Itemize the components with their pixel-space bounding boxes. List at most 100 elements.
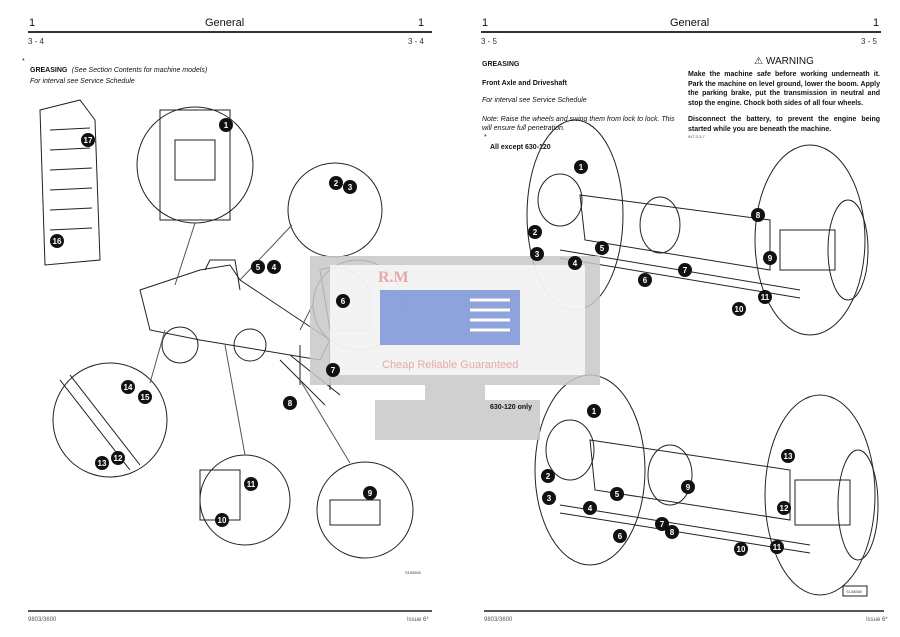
wheel (754, 144, 866, 336)
section-title: General (670, 17, 710, 29)
callout-number: 5 (256, 263, 261, 272)
warning-title: WARNING (765, 56, 814, 67)
callout-number: 16 (53, 237, 62, 246)
heading: GREASING (See Section Contents for machi… (30, 59, 207, 77)
callout-number: 1 (579, 163, 584, 172)
callout-number: 11 (761, 293, 770, 302)
callout-12: 12 (777, 501, 791, 515)
callout-7: 7 (655, 517, 669, 531)
detail-inset (136, 106, 254, 224)
hub (545, 419, 595, 481)
callout-number: 1 (592, 407, 597, 416)
callout-6: 6 (638, 273, 652, 287)
callout-4: 4 (583, 501, 597, 515)
marker: * (484, 134, 487, 141)
callout-2: 2 (329, 176, 343, 190)
callout-number: 4 (573, 259, 578, 268)
callout-13: 13 (781, 449, 795, 463)
callout-number: 5 (615, 490, 620, 499)
page-number: 3 - 5 (861, 37, 878, 46)
callout-9: 9 (681, 480, 695, 494)
callout-number: 5 (600, 244, 605, 253)
page-number: 3 - 4 (28, 37, 45, 46)
detail-inset (52, 362, 168, 478)
callout-number: 12 (114, 454, 123, 463)
callout-1: 1 (219, 118, 233, 132)
callout-3: 3 (343, 180, 357, 194)
callout-number: 6 (341, 297, 346, 306)
callout-number: 2 (533, 228, 538, 237)
chapter-number: 1 (418, 17, 425, 29)
right-diagram-bottom (534, 374, 879, 597)
callout-number: 7 (331, 366, 336, 375)
callout-number: 10 (737, 545, 746, 554)
footer-issue: Issue 6* (407, 617, 429, 623)
watermark-brand: R.M (378, 269, 409, 286)
hub (537, 173, 583, 227)
callout-6: 6 (336, 294, 350, 308)
callout-number: 7 (683, 266, 688, 275)
figure-ref-box (842, 585, 868, 597)
callout-number: 6 (618, 532, 623, 541)
heading: GREASING (482, 61, 520, 68)
warning-text: Disconnect the battery, to prevent the e… (688, 116, 880, 133)
callout-number: 2 (546, 472, 551, 481)
callout-3: 3 (542, 491, 556, 505)
heading-note: (See Section Contents for machine models… (71, 67, 208, 74)
callout-2: 2 (541, 469, 555, 483)
callout-number: 12 (780, 504, 789, 513)
callout-5: 5 (595, 241, 609, 255)
callout-10: 10 (732, 302, 746, 316)
callout-number: 10 (735, 305, 744, 314)
footer-rule (28, 610, 432, 612)
callout-9: 9 (763, 251, 777, 265)
callout-number: 17 (84, 136, 93, 145)
warning-ref: INT-3-3-7 (688, 134, 705, 139)
callout-13: 13 (95, 456, 109, 470)
callout-7: 7 (678, 263, 692, 277)
warning-text: Make the machine safe before working und… (688, 71, 880, 107)
callout-4: 4 (568, 256, 582, 270)
callout-5: 5 (251, 260, 265, 274)
callout-number: 14 (124, 383, 133, 392)
callout-number: 8 (670, 528, 675, 537)
callout-8: 8 (751, 208, 765, 222)
warning-triangle-icon: ⚠ (754, 56, 764, 67)
figure-ref: S138880 (846, 589, 863, 594)
chapter-number: 1 (482, 17, 489, 29)
callout-6: 6 (613, 529, 627, 543)
callout-11: 11 (244, 477, 258, 491)
watermark-icon (380, 290, 520, 345)
detail-inset (199, 454, 291, 546)
callout-11: 11 (770, 540, 784, 554)
page-number: 3 - 5 (481, 37, 498, 46)
variant-label: All except 630-120 (490, 144, 551, 151)
callout-11: 11 (758, 290, 772, 304)
callout-number: 8 (756, 211, 761, 220)
chapter-number: 1 (29, 17, 36, 29)
callout-10: 10 (734, 542, 748, 556)
callout-number: 2 (334, 179, 339, 188)
wheel (161, 326, 199, 364)
callout-number: 9 (368, 489, 373, 498)
callout-number: 3 (547, 494, 552, 503)
callout-number: 13 (98, 459, 107, 468)
callout-number: 9 (768, 254, 773, 263)
callout-number: 3 (535, 250, 540, 259)
radiator-detail (39, 99, 101, 266)
footer-issue: Issue 6* (866, 617, 888, 623)
figure-ref: S155800 (405, 570, 422, 575)
footer-model: 9803/3600 (28, 617, 57, 623)
callout-number: 13 (784, 452, 793, 461)
callout-8: 8 (665, 525, 679, 539)
variant-label: 630-120 only (490, 404, 533, 411)
callout-15: 15 (138, 390, 152, 404)
pump-detail (159, 109, 231, 221)
marker: * (22, 58, 25, 65)
callout-number: 4 (588, 504, 593, 513)
telehandler-body (139, 264, 331, 361)
callout-1: 1 (574, 160, 588, 174)
chapter-number: 1 (873, 17, 880, 29)
page-number: 3 - 4 (408, 37, 425, 46)
